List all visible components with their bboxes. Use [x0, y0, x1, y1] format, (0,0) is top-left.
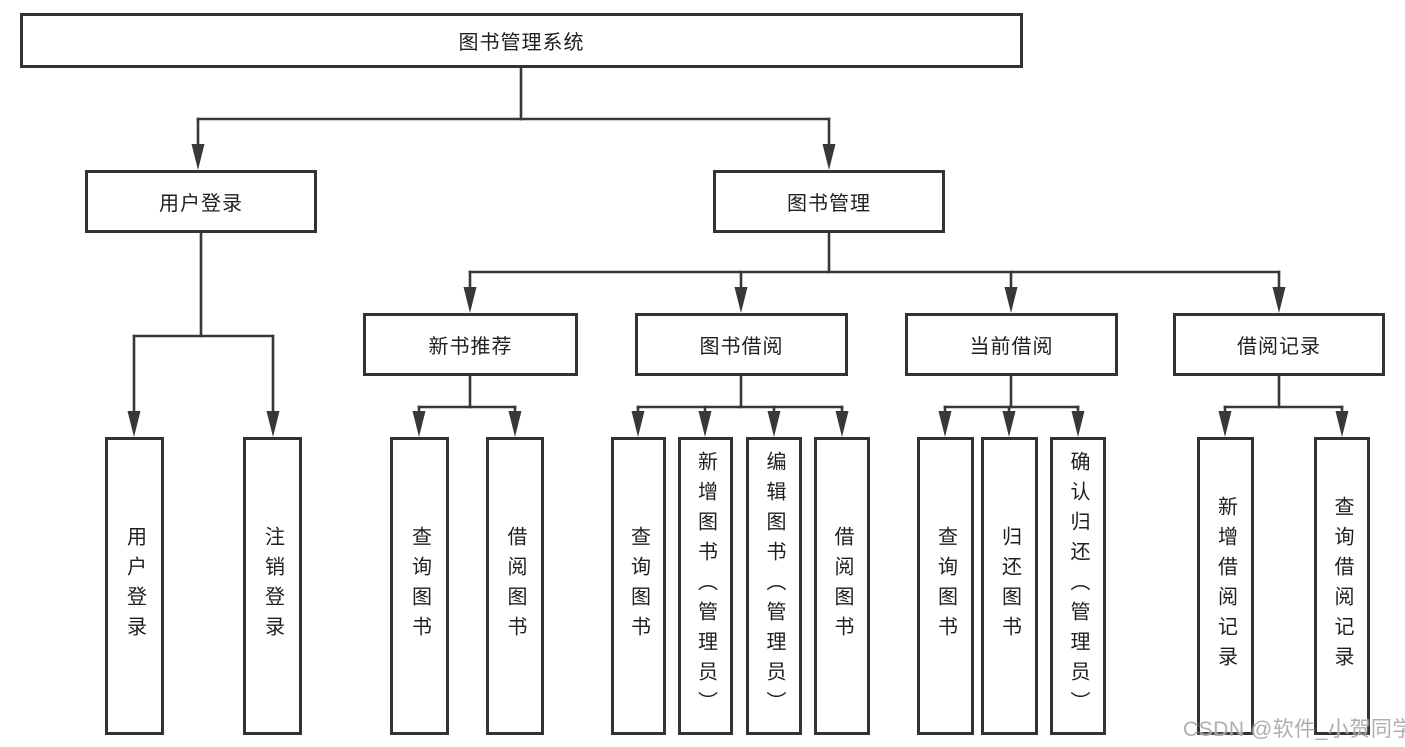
leaf-add-books-admin: 新增图书（管理员）: [678, 437, 733, 735]
node-label: 查询图书: [934, 526, 957, 646]
node-label: 注销登录: [261, 526, 284, 646]
node-label: 确认归还（管理员）: [1067, 451, 1089, 721]
node-label: 借阅图书: [504, 526, 526, 646]
leaf-return-books: 归还图书: [981, 437, 1038, 735]
node-book-management: 图书管理: [713, 170, 945, 233]
leaf-logout: 注销登录: [243, 437, 302, 735]
leaf-query-books-current: 查询图书: [917, 437, 974, 735]
leaf-borrow-books: 借阅图书: [814, 437, 870, 735]
leaf-add-borrow-record: 新增借阅记录: [1197, 437, 1254, 735]
node-label: 新增借阅记录: [1214, 496, 1237, 676]
node-label: 查询借阅记录: [1331, 496, 1353, 676]
node-borrowing-records: 借阅记录: [1173, 313, 1385, 376]
node-label: 归还图书: [998, 526, 1021, 646]
leaf-query-borrow-record: 查询借阅记录: [1314, 437, 1370, 735]
leaf-edit-books-admin: 编辑图书（管理员）: [746, 437, 802, 735]
watermark: CSDN @软件_小贺同学: [1183, 718, 1405, 741]
leaf-borrow-books-recommend: 借阅图书: [486, 437, 544, 735]
leaf-query-books-recommend: 查询图书: [390, 437, 449, 735]
node-label: 用户登录: [123, 526, 146, 646]
node-new-book-recommend: 新书推荐: [363, 313, 578, 376]
node-label: 借阅图书: [831, 526, 853, 646]
leaf-query-books-borrowing: 查询图书: [611, 437, 666, 735]
node-label: 新增图书（管理员）: [694, 451, 717, 721]
node-book-borrowing: 图书借阅: [635, 313, 848, 376]
node-root-library-system: 图书管理系统: [20, 13, 1023, 68]
node-label: 编辑图书（管理员）: [763, 451, 785, 721]
leaf-confirm-return-admin: 确认归还（管理员）: [1050, 437, 1106, 735]
node-label: 查询图书: [627, 526, 650, 646]
leaf-user-login: 用户登录: [105, 437, 164, 735]
node-user-login: 用户登录: [85, 170, 317, 233]
node-current-borrowing: 当前借阅: [905, 313, 1118, 376]
node-label: 查询图书: [408, 526, 431, 646]
